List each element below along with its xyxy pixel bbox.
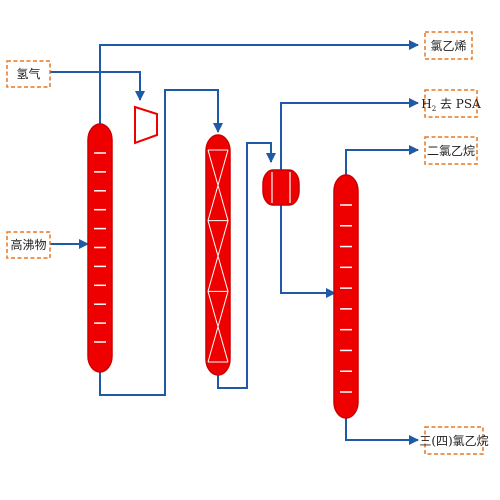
hydrogen-feed-label: 氢气: [16, 66, 40, 81]
reactor-packed-beds: [207, 149, 229, 363]
line-separator-to-col2: [280, 205, 336, 298]
line-separator-to-psa: [280, 98, 419, 170]
column-2-shell: [333, 174, 359, 419]
label-box-hydrogen: 氢气: [6, 60, 51, 88]
label-box-high-boilers: 高沸物: [6, 231, 51, 259]
dichloroethane-product-label: 二氯乙烷: [427, 144, 475, 158]
distillation-column-2: [333, 174, 359, 419]
compressor: [134, 105, 158, 145]
line-col2-bottom-to-tri-tetra: [345, 415, 419, 445]
column-1-trays: [94, 152, 106, 343]
label-box-tri-tetra-chloroethane: 三(四)氯乙烷: [419, 426, 489, 455]
vinyl-chloride-product-label: 氯乙烯: [430, 39, 466, 53]
line-col1-top-to-vinyl-chloride: [99, 40, 419, 128]
distillation-column-1: [87, 123, 113, 373]
column-2-trays: [340, 204, 352, 393]
label-box-vinyl-chloride: 氯乙烯: [424, 31, 473, 60]
label-box-h2-psa: H2 去 PSA: [421, 89, 481, 118]
label-box-dichloroethane: 二氯乙烷: [424, 136, 478, 165]
packed-reactor: [205, 134, 231, 376]
reactor-bed-cross: [207, 220, 229, 292]
reactor-bed-cross: [207, 291, 229, 363]
line-col2-top-to-dichloroethane: [345, 145, 419, 178]
flow-lines: [50, 40, 419, 445]
stream-labels: 氢气 高沸物 氯乙烯 H2 去 PSA 二氯乙烷 三(四)氯乙烷: [6, 31, 489, 455]
line-col1-bottom-to-reactor: [99, 89, 223, 396]
line-reactor-to-separator: [217, 142, 276, 389]
separator-shell: [262, 169, 300, 206]
tri-tetra-chloroethane-product-label: 三(四)氯乙烷: [419, 434, 488, 448]
compressor-body: [134, 105, 158, 145]
high-boilers-feed-label: 高沸物: [10, 237, 46, 252]
flash-separator-drum: [262, 169, 300, 206]
line-hydrogen-to-compressor: [50, 71, 145, 101]
reactor-bed-cross: [207, 149, 229, 221]
h2-to-psa-label: H2 去 PSA: [421, 97, 481, 113]
